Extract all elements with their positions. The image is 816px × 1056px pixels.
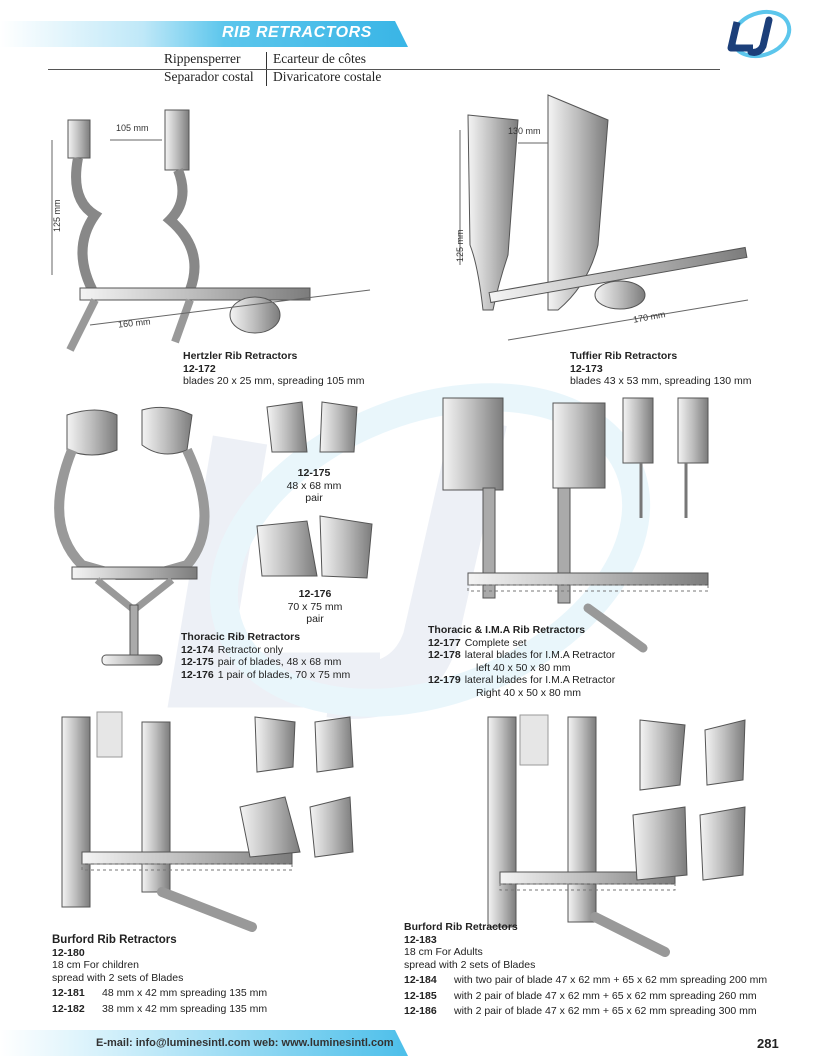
burford-children-name: Burford Rib Retractors <box>52 934 177 946</box>
ima-item-code: 12-178 <box>428 649 461 661</box>
burford-adults-item: 12-185 with 2 pair of blade 47 x 62 mm + … <box>404 990 767 1003</box>
hertzler-height-dimension: 125 mm <box>52 199 62 232</box>
thoracic-item-text: pair of blades, 48 x 68 mm <box>217 656 342 668</box>
burford-adults-code: 12-183 <box>404 933 437 946</box>
burford-children-line2: spread with 2 sets of Blades <box>52 971 184 984</box>
tuffier-name: Tuffier Rib Retractors <box>570 350 678 362</box>
footer-band <box>0 1030 408 1056</box>
burford-adults-item-text: with two pair of blade 47 x 62 mm + 65 x… <box>454 974 768 986</box>
thoracic-item-text: 1 pair of blades, 70 x 75 mm <box>217 668 351 681</box>
hertzler-gap-dimension: 105 mm <box>116 123 149 133</box>
burford-adults-line1: 18 cm For Adults <box>404 946 483 958</box>
burford-adults-item-text: with 2 pair of blade 47 x 62 mm + 65 x 6… <box>454 989 757 1002</box>
hertzler-code: 12-172 <box>183 362 216 375</box>
hertzler-name: Hertzler Rib Retractors <box>183 350 298 362</box>
ima-item-text: Complete set <box>464 636 527 649</box>
ima-item-code: 12-177 <box>428 636 461 649</box>
burford-adults-item-code: 12-186 <box>404 1005 437 1017</box>
burford-children-item: 12-181 48 mm x 42 mm spreading 135 mm <box>52 987 267 1000</box>
ima-retractor-illustration <box>442 397 709 653</box>
burford-children-blades-illustration <box>239 716 354 858</box>
burford-adults-illustration <box>487 714 676 957</box>
burford-children-item-text: 48 mm x 42 mm spreading 135 mm <box>102 987 268 999</box>
burford-adults-blades-illustration <box>632 719 746 881</box>
thoracic-item-code: 12-175 <box>181 656 214 668</box>
blade-12-176-unit: pair <box>306 613 324 625</box>
ima-name: Thoracic & I.M.A Rib Retractors <box>428 624 586 636</box>
blade-12-175-unit: pair <box>305 492 323 504</box>
blade-12-175-caption: 12-175 48 x 68 mm pair <box>286 467 342 505</box>
lang-italian: Divaricatore costale <box>273 69 382 84</box>
burford-adults-item: 12-186 with 2 pair of blade 47 x 62 mm + … <box>404 1005 767 1018</box>
watermark-logo <box>167 383 651 719</box>
burford-adults-line2: spread with 2 sets of Blades <box>404 958 536 971</box>
burford-children-item: 12-182 38 mm x 42 mm spreading 135 mm <box>52 1003 267 1016</box>
lang-spanish: Separador costal <box>164 69 254 84</box>
burford-children-item-code: 12-182 <box>52 1002 85 1015</box>
burford-children-code: 12-180 <box>52 946 85 959</box>
thoracic-item-code: 12-174 <box>181 643 214 656</box>
burford-adults-caption: Burford Rib Retractors 12-183 18 cm For … <box>404 921 767 1018</box>
hertzler-caption: Hertzler Rib Retractors 12-172 blades 20… <box>183 350 365 388</box>
ima-item-code: 12-179 <box>428 674 461 686</box>
burford-children-illustration <box>61 711 293 932</box>
thoracic-item-code: 12-176 <box>181 668 214 681</box>
tuffier-code: 12-173 <box>570 362 603 375</box>
brand-logo <box>727 9 792 59</box>
thoracic-name: Thoracic Rib Retractors <box>181 631 301 643</box>
tuffier-gap-dimension: 130 mm <box>508 126 541 136</box>
page-number: 281 <box>757 1036 779 1051</box>
burford-children-caption: Burford Rib Retractors 12-180 18 cm For … <box>52 934 267 1015</box>
footer-contact: E-mail: info@luminesintl.com web: www.lu… <box>96 1037 394 1049</box>
blade-12-175-illustration <box>266 401 358 453</box>
ima-item-text: lateral blades for I.M.A Retractor <box>464 674 616 686</box>
ima-item-text: lateral blades for I.M.A Retractor <box>464 649 616 661</box>
lang-german: Rippensperrer <box>164 51 241 66</box>
burford-adults-item-code: 12-184 <box>404 974 437 986</box>
burford-children-item-text: 38 mm x 42 mm spreading 135 mm <box>102 1002 268 1015</box>
burford-adults-name: Burford Rib Retractors <box>404 921 518 933</box>
burford-adults-item: 12-184 with two pair of blade 47 x 62 mm … <box>404 974 767 987</box>
blade-12-176-size: 70 x 75 mm <box>287 600 343 613</box>
thoracic-item-text: Retractor only <box>217 643 284 656</box>
page-title: RIB RETRACTORS <box>222 24 372 41</box>
lang-french: Ecarteur de côtes <box>273 51 366 66</box>
hertzler-retractor-illustration <box>51 109 371 352</box>
blade-12-176-illustration <box>256 515 373 579</box>
header-rule <box>48 69 720 70</box>
blade-12-175-code: 12-175 <box>297 467 331 479</box>
ima-item-detail: Right 40 x 50 x 80 mm <box>476 686 582 699</box>
ima-item-detail: left 40 x 50 x 80 mm <box>476 661 571 674</box>
header-band <box>0 21 408 47</box>
burford-adults-item-code: 12-185 <box>404 989 437 1002</box>
burford-adults-item-text: with 2 pair of blade 47 x 62 mm + 65 x 6… <box>454 1005 757 1017</box>
tuffier-desc: blades 43 x 53 mm, spreading 130 mm <box>570 375 752 387</box>
blade-12-175-size: 48 x 68 mm <box>286 479 342 492</box>
blade-12-176-code: 12-176 <box>298 588 332 600</box>
tuffier-caption: Tuffier Rib Retractors 12-173 blades 43 … <box>570 350 752 388</box>
hertzler-desc: blades 20 x 25 mm, spreading 105 mm <box>183 375 365 387</box>
tuffier-height-dimension: 125 mm <box>455 229 465 262</box>
burford-children-item-code: 12-181 <box>52 987 85 999</box>
burford-children-line1: 18 cm For children <box>52 959 139 971</box>
blade-12-176-caption: 12-176 70 x 75 mm pair <box>284 588 346 626</box>
tuffier-retractor-illustration <box>459 94 749 341</box>
thoracic-retractor-illustration <box>54 406 210 666</box>
